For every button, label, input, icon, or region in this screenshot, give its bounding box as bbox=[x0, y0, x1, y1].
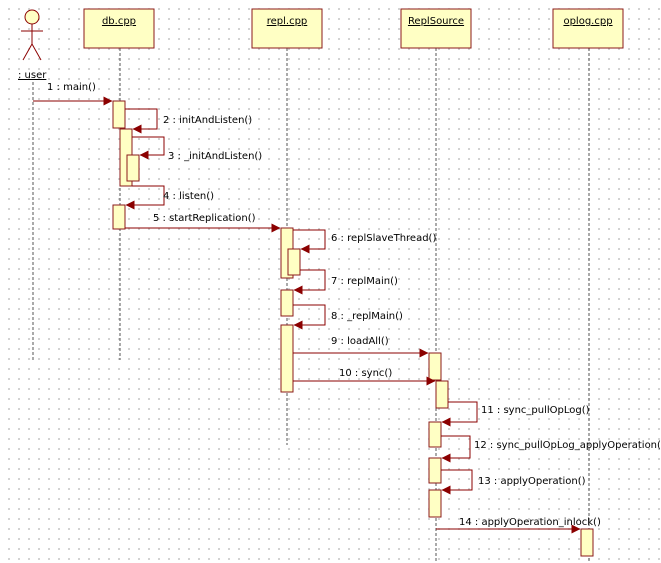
message-arrow-11 bbox=[441, 401, 478, 427]
message-arrow-2 bbox=[125, 108, 158, 134]
message-arrow-13 bbox=[441, 469, 473, 495]
object-label-oplog: oplog.cpp bbox=[563, 16, 612, 27]
message-label-7: 7 : replMain() bbox=[331, 276, 398, 287]
message-label-9: 9 : loadAll() bbox=[331, 336, 389, 347]
object-label-repl: repl.cpp bbox=[267, 16, 308, 27]
message-label-5: 5 : startReplication() bbox=[153, 213, 256, 224]
message-label-10: 10 : sync() bbox=[339, 368, 392, 379]
message-arrow-12 bbox=[441, 435, 471, 463]
message-label-4: 4 : listen() bbox=[163, 191, 214, 202]
activation-repl-2 bbox=[287, 248, 301, 276]
activation-oplog-1 bbox=[580, 528, 594, 557]
activation-repl-4 bbox=[280, 324, 294, 393]
activation-replsource-2 bbox=[435, 380, 449, 409]
actor-label: : user bbox=[18, 70, 47, 81]
message-label-11: 11 : sync_pullOpLog() bbox=[481, 405, 590, 416]
message-label-13: 13 : applyOperation() bbox=[478, 476, 586, 487]
activation-replsource-3 bbox=[428, 421, 442, 448]
message-arrow-3 bbox=[132, 136, 165, 160]
object-label-db: db.cpp bbox=[102, 16, 136, 27]
message-arrow-8 bbox=[293, 304, 326, 330]
activation-db-4 bbox=[112, 204, 126, 230]
message-arrow-4 bbox=[125, 185, 165, 210]
object-box-replsource: ReplSource bbox=[400, 8, 472, 49]
activation-replsource-1 bbox=[428, 352, 442, 381]
message-label-3: 3 : _initAndListen() bbox=[168, 151, 262, 162]
message-label-2: 2 : initAndListen() bbox=[163, 115, 252, 126]
object-box-db: db.cpp bbox=[83, 8, 155, 49]
message-label-6: 6 : replSlaveThread() bbox=[331, 233, 436, 244]
object-box-oplog: oplog.cpp bbox=[552, 8, 624, 49]
activation-replsource-5 bbox=[428, 489, 442, 518]
message-label-14: 14 : applyOperation_inlock() bbox=[459, 517, 601, 528]
message-arrow-6 bbox=[293, 229, 326, 254]
object-label-replsource: ReplSource bbox=[408, 16, 464, 27]
activation-db-3 bbox=[126, 154, 140, 182]
activation-repl-3 bbox=[280, 289, 294, 317]
message-label-12: 12 : sync_pullOpLog_applyOperation() bbox=[474, 440, 661, 451]
activation-db-1 bbox=[112, 100, 126, 129]
object-box-repl: repl.cpp bbox=[251, 8, 323, 49]
activation-replsource-4 bbox=[428, 457, 442, 484]
stick-figure-icon bbox=[21, 9, 43, 61]
message-label-1: 1 : main() bbox=[47, 82, 96, 93]
message-label-8: 8 : _replMain() bbox=[331, 311, 403, 322]
message-arrow-7 bbox=[293, 269, 326, 295]
